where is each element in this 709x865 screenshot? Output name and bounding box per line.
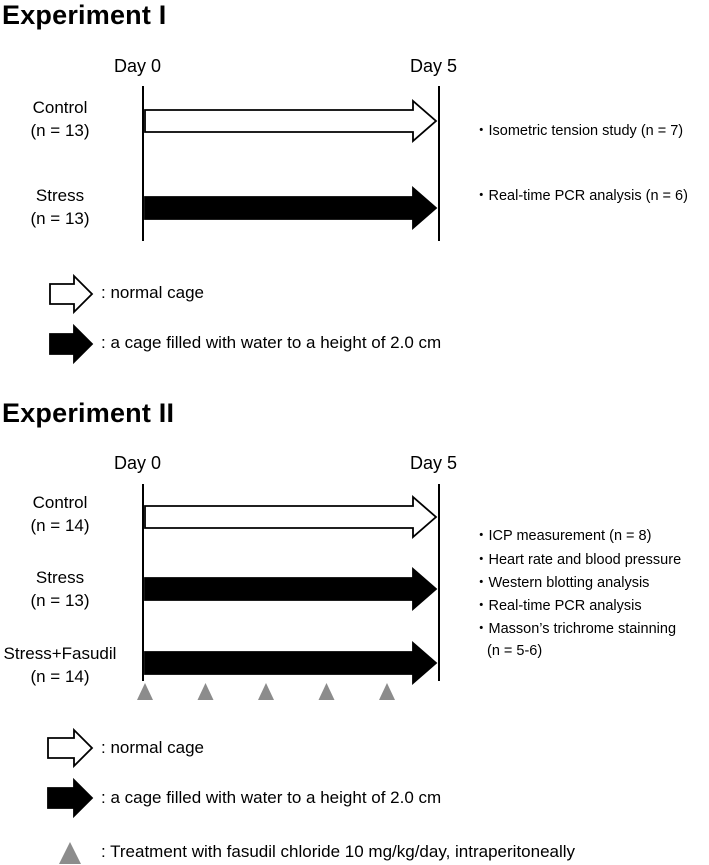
exp1-note-isometric: ・Isometric tension study (n = 7) xyxy=(474,123,684,139)
treatment-triangle-icon xyxy=(137,683,153,700)
experiment-1-title: Experiment I xyxy=(2,0,167,30)
exp1-legend-normal-cage: : normal cage xyxy=(101,283,204,302)
group-name: Control xyxy=(32,493,88,512)
group-n: (n = 14) xyxy=(30,667,90,686)
exp2-day-5-label: Day 5 xyxy=(410,453,458,473)
exp1-control-open-arrow xyxy=(144,99,438,143)
exp1-stress-filled-arrow xyxy=(144,186,438,230)
group-n: (n = 13) xyxy=(30,209,90,228)
group-name: Stress+Fasudil xyxy=(3,644,117,663)
exp2-note-pcr: ・Real-time PCR analysis xyxy=(474,598,642,614)
filled-arrow-icon xyxy=(47,777,94,819)
exp1-group-control: Control (n = 13) xyxy=(0,96,120,142)
exp2-legend-normal-cage: : normal cage xyxy=(101,738,204,757)
treatment-triangle-icon xyxy=(379,683,395,700)
exp2-stress-filled-arrow xyxy=(144,567,438,611)
group-n: (n = 13) xyxy=(30,591,90,610)
group-n: (n = 14) xyxy=(30,516,90,535)
exp2-day-0-label: Day 0 xyxy=(114,453,162,473)
open-arrow-icon xyxy=(47,727,94,769)
exp2-note-icp: ・ICP measurement (n = 8) xyxy=(474,528,652,544)
exp1-day-0-label: Day 0 xyxy=(114,56,162,76)
exp1-day-5-line xyxy=(438,86,440,241)
exp2-note-sample-size: (n = 5-6) xyxy=(487,643,543,659)
exp2-group-stress-fasudil: Stress+Fasudil (n = 14) xyxy=(0,642,120,688)
open-arrow-icon xyxy=(49,273,94,315)
exp2-day-5-line xyxy=(438,484,440,681)
exp1-note-pcr: ・Real-time PCR analysis (n = 6) xyxy=(474,188,688,204)
group-name: Stress xyxy=(35,186,85,205)
group-n: (n = 13) xyxy=(30,121,90,140)
treatment-markers xyxy=(137,683,395,700)
exp2-control-open-arrow xyxy=(144,495,438,539)
group-name: Control xyxy=(32,98,88,117)
exp2-group-control: Control (n = 14) xyxy=(0,491,120,537)
exp1-day-0-line xyxy=(142,86,144,241)
exp2-group-stress: Stress (n = 13) xyxy=(0,566,120,612)
exp2-day-0-line xyxy=(142,484,144,681)
exp2-note-heart-rate: ・Heart rate and blood pressure xyxy=(474,552,682,568)
exp2-legend-treatment: : Treatment with fasudil chloride 10 mg/… xyxy=(101,842,576,861)
experiment-2-title: Experiment II xyxy=(2,398,175,428)
treatment-triangle-icon xyxy=(318,683,335,700)
exp2-stress-fasudil-filled-arrow xyxy=(144,641,438,685)
treatment-triangle-icon xyxy=(258,683,274,700)
exp1-group-stress: Stress (n = 13) xyxy=(0,184,120,230)
exp1-legend-water-cage: : a cage filled with water to a height o… xyxy=(101,333,442,352)
exp1-day-5-label: Day 5 xyxy=(410,56,458,76)
exp2-legend-water-cage: : a cage filled with water to a height o… xyxy=(101,788,442,807)
treatment-triangle-icon xyxy=(197,683,214,700)
gray-triangle-icon xyxy=(59,842,81,864)
exp2-note-western-blot: ・Western blotting analysis xyxy=(474,575,650,591)
exp2-note-masson: ・Masson’s trichrome stainning xyxy=(474,621,677,637)
filled-arrow-icon xyxy=(49,323,94,365)
group-name: Stress xyxy=(35,568,85,587)
